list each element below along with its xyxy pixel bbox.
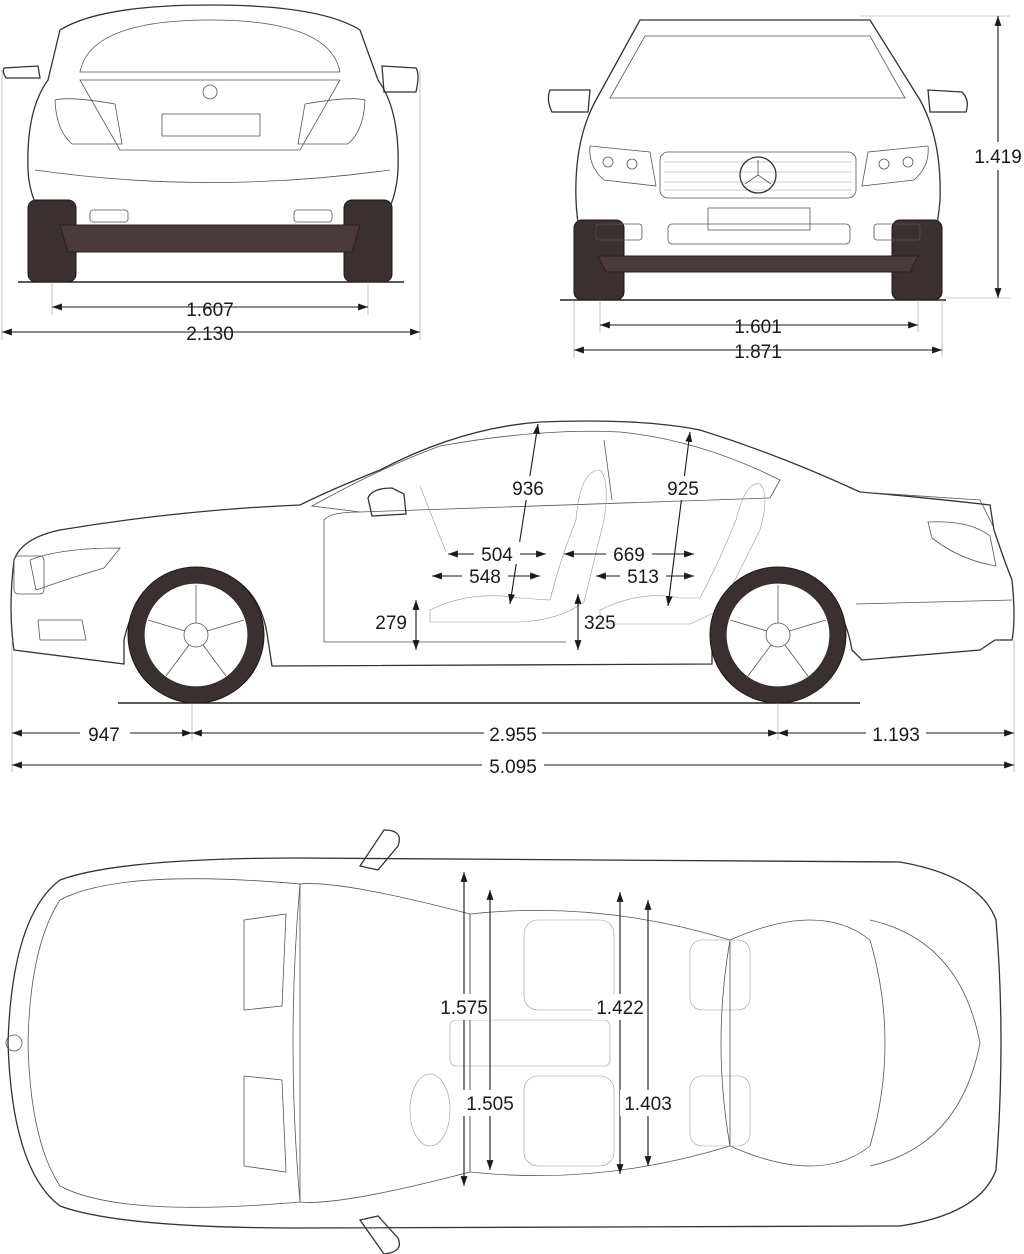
front-track-label: 1.601	[734, 317, 782, 338]
side-mirror	[367, 487, 407, 517]
front-right-mirror	[927, 89, 968, 113]
side-headlight	[29, 547, 121, 591]
legroom-front-b-label: 548	[469, 567, 501, 588]
top-front-right-seat	[523, 1075, 615, 1167]
top-rear-left-seat	[689, 939, 751, 1011]
shoulder-front-label: 1.575	[440, 998, 488, 1019]
rear-seat	[599, 483, 766, 625]
headroom-rear-dim-line	[665, 431, 693, 607]
headroom-front-label: 936	[512, 479, 544, 500]
rear-left-exhaust	[89, 209, 129, 223]
rear-bumper	[34, 169, 391, 183]
seat-height-rear-label: 325	[584, 613, 616, 634]
top-roof	[469, 910, 731, 1176]
top-rear-right-seat	[689, 1075, 751, 1147]
headroom-front-dim-line	[508, 423, 540, 605]
front-overhang-label: 947	[88, 725, 120, 746]
side-front-grille	[13, 555, 45, 595]
rear-trunk-lid	[79, 79, 341, 151]
top-body-outline	[7, 857, 1002, 1229]
rear-overhang-label: 1.193	[872, 725, 920, 746]
front-grille	[659, 151, 857, 199]
rear-license-plate	[161, 113, 261, 137]
top-hood	[27, 878, 301, 1208]
shoulder-rear-label: 1.422	[596, 998, 644, 1019]
rear-right-mirror	[381, 65, 419, 93]
rear-track-label: 1.607	[186, 300, 234, 321]
rear-underbody	[59, 224, 361, 253]
top-front-emblem	[5, 1034, 23, 1052]
top-front-left-seat	[523, 919, 615, 1011]
front-star-emblem	[739, 156, 777, 194]
legroom-rear-a-label: 669	[613, 545, 645, 566]
front-windshield	[609, 35, 906, 99]
length-label: 5.095	[489, 757, 537, 778]
headroom-rear-label: 925	[667, 479, 699, 500]
front-left-headlight	[589, 145, 657, 187]
side-rear-wheel	[709, 566, 847, 704]
top-windshield	[292, 883, 471, 1203]
rear-width-label: 2.130	[186, 324, 234, 345]
rear-left-taillight	[54, 98, 123, 145]
seat-height-front-label: 279	[375, 613, 407, 634]
rear-right-taillight	[297, 98, 366, 145]
side-window	[310, 430, 781, 513]
front-right-headlight	[861, 145, 929, 187]
rear-left-mirror	[2, 65, 41, 79]
top-rear-window	[720, 919, 886, 1167]
front-body-outline	[575, 19, 941, 263]
top-view: 1.575 1.505 1.422 1.403	[5, 829, 1002, 1254]
front-left-mirror	[547, 89, 591, 113]
height-label: 1.419	[974, 147, 1022, 168]
side-door	[323, 511, 566, 643]
rear-window	[79, 19, 341, 73]
side-front-wheel	[127, 566, 265, 704]
front-license-plate	[707, 207, 811, 231]
front-lower-intake	[667, 223, 851, 245]
legroom-front-a-label: 504	[481, 545, 513, 566]
rear-right-exhaust	[293, 209, 333, 223]
front-underbody	[597, 255, 919, 273]
elbow-rear-label: 1.403	[624, 1094, 672, 1115]
front-view: 1.601 1.871 1.419	[547, 15, 1022, 363]
side-view: 936 925 504 548 669 513 279 325	[10, 420, 1015, 778]
top-left-mirror	[358, 829, 401, 871]
side-taillight	[927, 521, 997, 567]
rear-body-outline	[27, 4, 399, 239]
elbow-front-label: 1.505	[466, 1094, 514, 1115]
top-right-mirror	[358, 1215, 401, 1254]
rear-view: 1.607 2.130	[1, 4, 421, 345]
front-width-label: 1.871	[734, 342, 782, 363]
rear-star-badge	[202, 84, 218, 100]
top-center-console	[449, 1019, 611, 1067]
wheelbase-label: 2.955	[489, 725, 537, 746]
legroom-rear-b-label: 513	[627, 567, 659, 588]
